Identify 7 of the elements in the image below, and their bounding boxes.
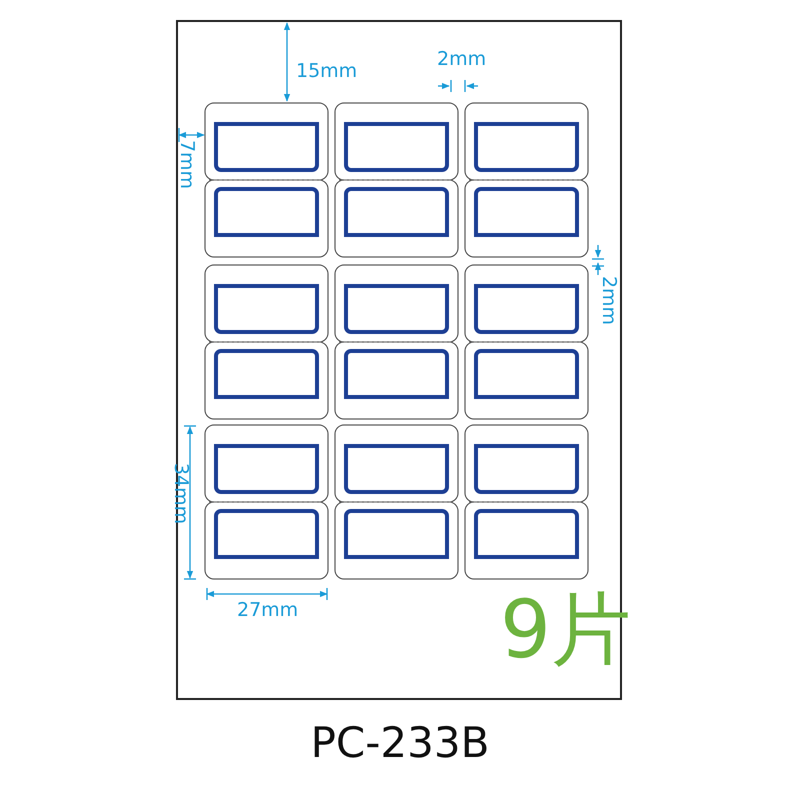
dimension-label: 27mm xyxy=(237,601,298,620)
dimension-label: 34mm xyxy=(171,462,190,524)
dimension-label: 2mm xyxy=(437,50,486,69)
dimension-label: 2mm xyxy=(599,276,618,326)
dimension-label: 15mm xyxy=(296,62,358,81)
dimension-label: 7mm xyxy=(177,140,196,190)
model-number: PC-233B xyxy=(310,718,490,767)
